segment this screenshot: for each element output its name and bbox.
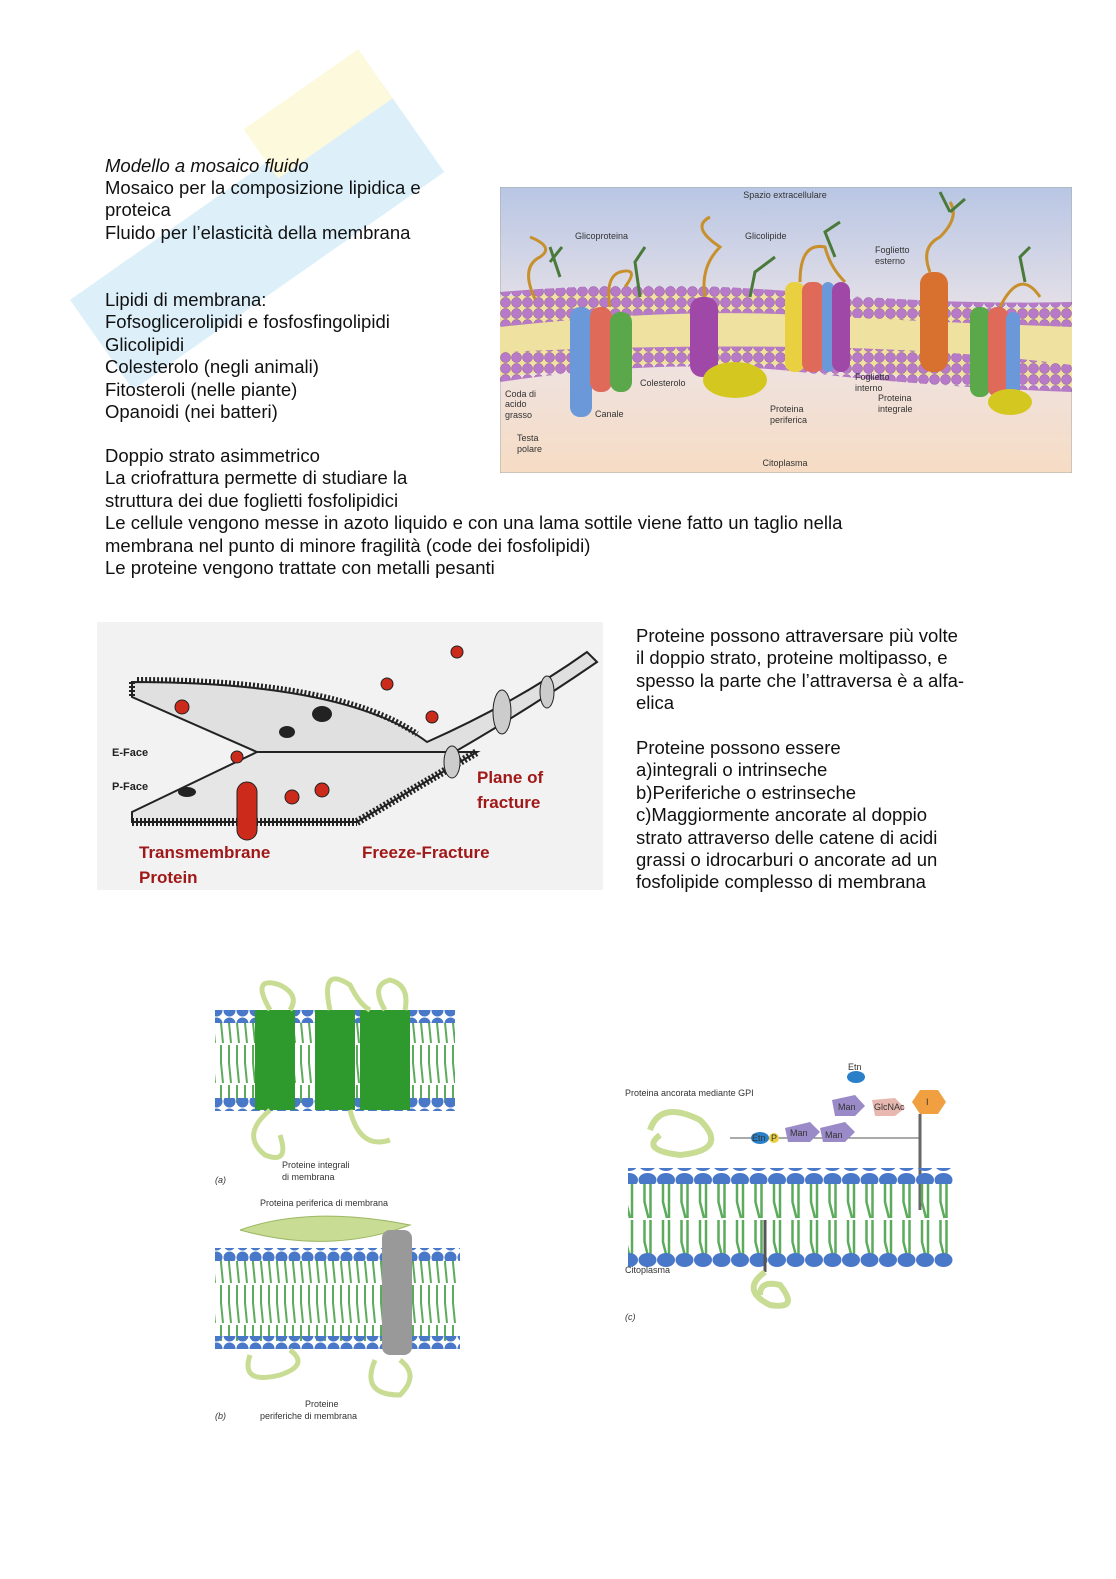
- label-peripheral-proteins: periferiche di membrana: [260, 1411, 357, 1421]
- label-fatty-acid-tail: acido: [505, 399, 527, 409]
- label-fatty-acid-tail: Coda di: [505, 389, 536, 399]
- label-extracellular: Spazio extracellulare: [743, 190, 827, 200]
- bilayer-text: Doppio strato asimmetrico La criofrattur…: [105, 445, 843, 579]
- label-c: (c): [625, 1312, 636, 1322]
- etn-label: Etn: [752, 1133, 766, 1143]
- label-peripheral-proteins: Proteine: [305, 1399, 339, 1409]
- label-e-face: E-Face: [112, 747, 148, 759]
- label-transmembrane-protein: Protein: [139, 868, 198, 887]
- proteins-text-2: Proteine possono essere a)integrali o in…: [636, 737, 938, 893]
- membrane-protein-figure-ab: Proteine integrali di membrana (a) Prote…: [215, 976, 460, 1421]
- label-integral-proteins: di membrana: [282, 1172, 335, 1182]
- fluid-mosaic-figure: Spazio extracellulare Citoplasma Glicopr…: [500, 187, 1072, 473]
- etn-label: Etn: [848, 1062, 862, 1072]
- label-glycoprotein: Glicoproteina: [575, 231, 628, 241]
- label-plane-of-fracture: Plane of: [477, 768, 543, 787]
- label-outer-leaflet: Foglietto: [875, 245, 910, 255]
- label-integral-protein: integrale: [878, 404, 913, 414]
- lipids-text: Lipidi di membrana: Fofsoglicerolipidi e…: [105, 289, 390, 423]
- label-integral-protein: Proteina: [878, 393, 912, 403]
- label-p-face: P-Face: [112, 781, 148, 793]
- label-cholesterol: Colesterolo: [640, 378, 686, 388]
- label-peripheral-protein: Proteina: [770, 404, 804, 414]
- label-transmembrane-protein: Transmembrane: [139, 843, 270, 862]
- intro-text: Mosaico per la composizione lipidica e p…: [105, 177, 421, 243]
- inositol-label: I: [926, 1097, 929, 1107]
- label-freeze-fracture: Freeze-Fracture: [362, 843, 490, 862]
- section-title: Modello a mosaico fluido: [105, 155, 309, 176]
- label-glycolipid: Glicolipide: [745, 231, 787, 241]
- label-peripheral-protein: periferica: [770, 415, 807, 425]
- man-label: Man: [825, 1130, 843, 1140]
- man-label: Man: [790, 1128, 808, 1138]
- label-b: (b): [215, 1411, 226, 1421]
- label-outer-leaflet: esterno: [875, 256, 905, 266]
- label-plane-of-fracture: fracture: [477, 793, 540, 812]
- man-label: Man: [838, 1102, 856, 1112]
- label-fatty-acid-tail: grasso: [505, 410, 532, 420]
- proteins-text-1: Proteine possono attraversare più volte …: [636, 625, 965, 714]
- glcnac-label: GlcNAc: [874, 1102, 905, 1112]
- label-polar-head: Testa: [517, 433, 539, 443]
- label-a: (a): [215, 1175, 226, 1185]
- label-inner-leaflet: Foglietto: [855, 372, 890, 382]
- label-cytoplasm: Citoplasma: [625, 1265, 670, 1275]
- label-gpi-protein: Proteina ancorata mediante GPI: [625, 1088, 754, 1098]
- label-cytoplasm: Citoplasma: [762, 458, 807, 468]
- label-channel: Canale: [595, 409, 624, 419]
- label-polar-head: polare: [517, 444, 542, 454]
- integral-protein: [570, 272, 1032, 417]
- p-label: P: [771, 1133, 777, 1143]
- gpi-anchor-figure: Proteina ancorata mediante GPI Etn P Man…: [625, 1062, 953, 1322]
- label-peripheral-protein: Proteina periferica di membrana: [260, 1198, 388, 1208]
- label-inner-leaflet: interno: [855, 383, 883, 393]
- freeze-fracture-figure: E-Face P-Face Plane of fracture Transmem…: [97, 622, 603, 890]
- label-integral-proteins: Proteine integrali: [282, 1160, 350, 1170]
